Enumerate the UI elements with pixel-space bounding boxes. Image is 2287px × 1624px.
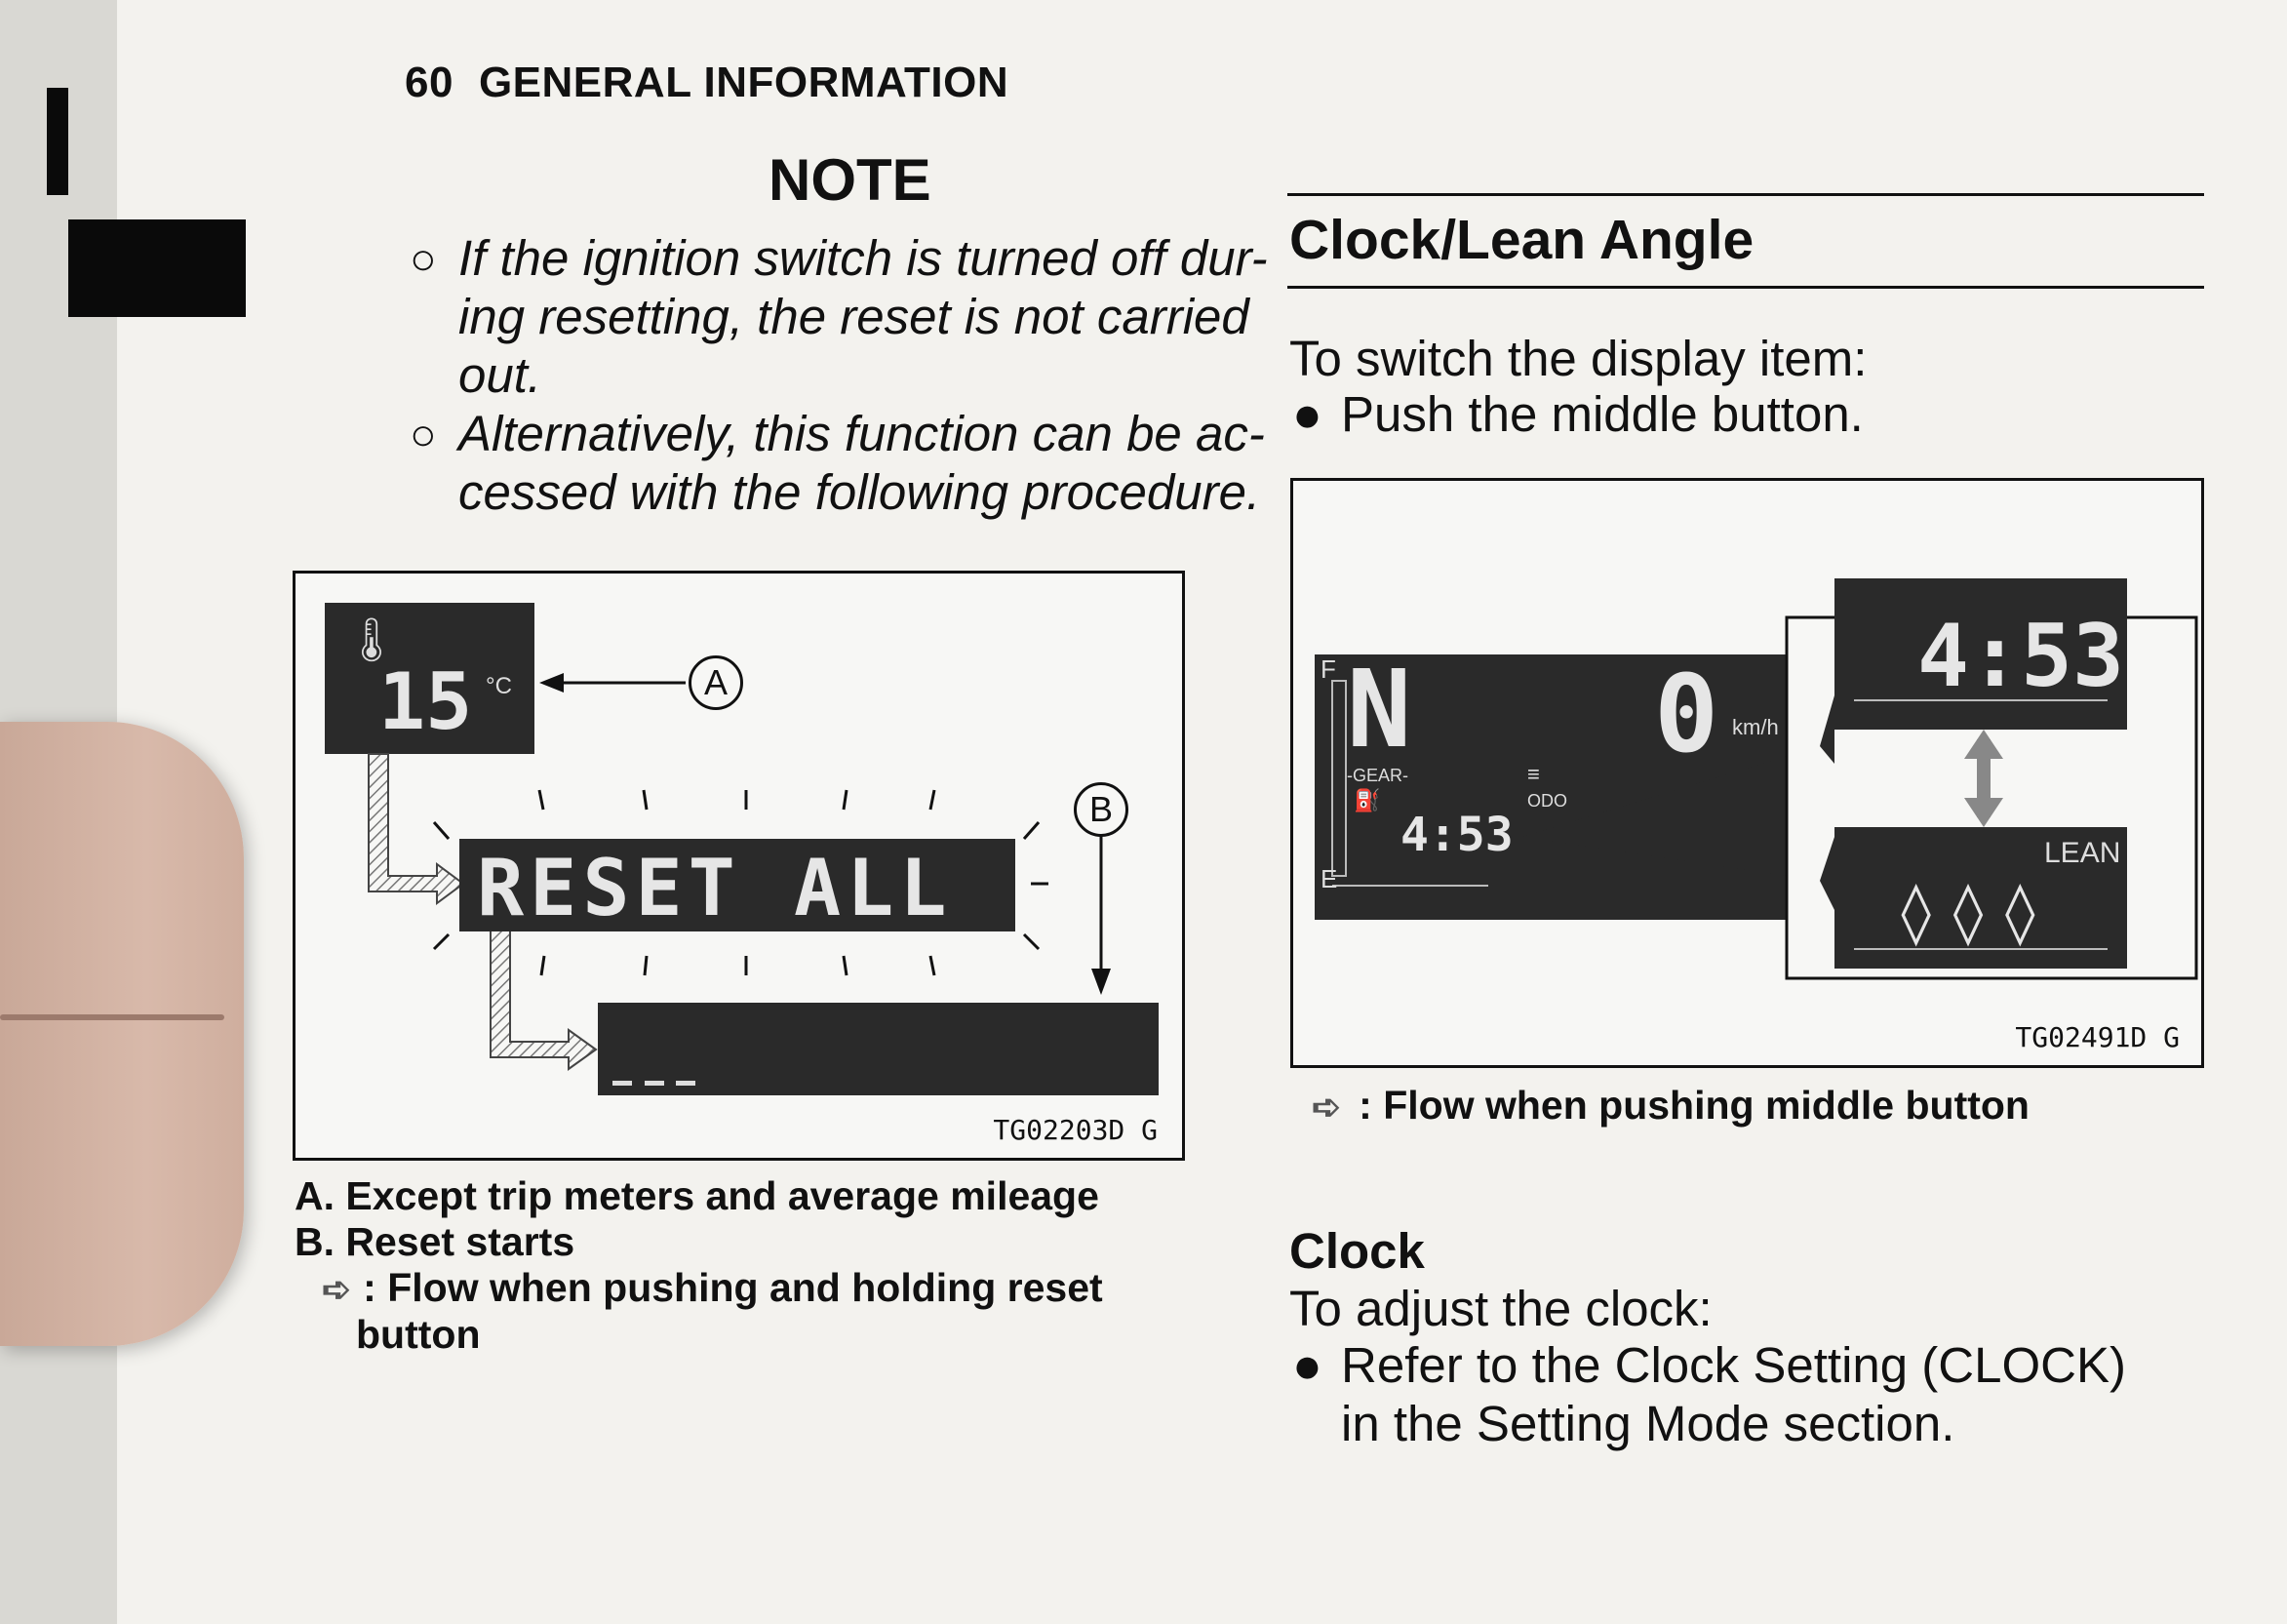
clock-lean-figure: F E N -GEAR- ⛽ 0 km/h ≡ ODO 4:53 4:53 LE… [1290,478,2204,1068]
switch-intro: To switch the display item: [1289,331,1868,386]
finger-holding-page [0,722,244,1346]
caption-flow-middle: ➪: Flow when pushing middle button [1312,1083,2030,1128]
bullet-dot-icon: ● [1292,1337,1322,1393]
temperature-display: 🌡 15 °C [325,603,534,754]
note-title: NOTE [769,147,931,213]
clock-heading: Clock [1289,1223,1425,1279]
speed-value: 0 [1654,652,1719,776]
clock-readout: 4:53 [1400,808,1514,862]
reset-all-text: RESET ALL [477,843,953,933]
caption-a: A. Except trip meters and average mileag… [295,1173,1099,1218]
redaction-mark [47,88,68,195]
section-rule-bottom [1287,286,2204,289]
thermometer-icon: 🌡 [344,616,399,664]
clock-intro: To adjust the clock: [1289,1281,1713,1336]
circle-bullet-icon: ○ [410,233,437,284]
section-heading: Clock/Lean Angle [1289,209,1755,271]
hatched-arrow-icon: ➪ [1312,1087,1342,1127]
figure2-shapes [1315,578,2198,980]
lean-angle-icon: ◊◊◊ [1898,876,2054,947]
clock-bullet: ● Refer to the Clock Setting (CLOCK) in … [1292,1337,2126,1451]
switch-bullet: ● Push the middle button. [1292,386,1864,442]
circle-bullet-icon: ○ [410,409,437,459]
callout-b: B [1074,782,1128,837]
caption-flow-cont: button [356,1312,481,1357]
note-item: ○ If the ignition switch is turned off d… [410,229,1317,405]
figure-code: TG02491D G [2015,1021,2180,1053]
section-rule-top [1287,193,2204,196]
temperature-unit: °C [486,673,512,699]
callout-a: A [689,655,743,710]
temperature-value: 15 [378,656,473,747]
speed-unit: km/h [1732,715,1779,739]
fuel-full-label: F [1321,654,1336,684]
caption-flow: ➪: Flow when pushing and holding reset [322,1265,1103,1310]
page-header: 60 GENERAL INFORMATION [405,59,1008,107]
redaction-mark [68,219,246,317]
note-item: ○ Alternatively, this function can be ac… [410,405,1317,522]
note-item-text: If the ignition switch is turned off dur… [458,230,1268,403]
gear-label: -GEAR- [1347,766,1408,785]
fuel-pump-icon: ⛽ [1354,788,1381,812]
blank-display [598,1003,1159,1095]
odo-mode-icon: ≡ [1527,762,1540,786]
figure1-arrows [368,673,1111,1071]
note-item-text: Alternatively, this function can be ac-c… [458,406,1265,520]
bullet-dot-icon: ● [1292,386,1322,442]
clock-zoom-readout: 4:53 [1917,606,2124,706]
odo-label: ODO [1527,791,1568,811]
hatched-arrow-icon: ➪ [322,1269,352,1309]
fuel-empty-label: E [1321,864,1338,893]
manual-page: 60 GENERAL INFORMATION NOTE ○ If the igni… [117,0,2287,1624]
section-title: GENERAL INFORMATION [478,59,1009,106]
lean-label: LEAN [2044,837,2121,869]
reset-figure: 🌡 15 °C [293,571,1185,1161]
page-number: 60 [405,59,453,106]
gear-indicator: N [1347,647,1412,772]
caption-b: B. Reset starts [295,1219,575,1264]
figure-code: TG02203D G [993,1114,1158,1146]
reset-all-display: RESET ALL [459,839,1015,933]
